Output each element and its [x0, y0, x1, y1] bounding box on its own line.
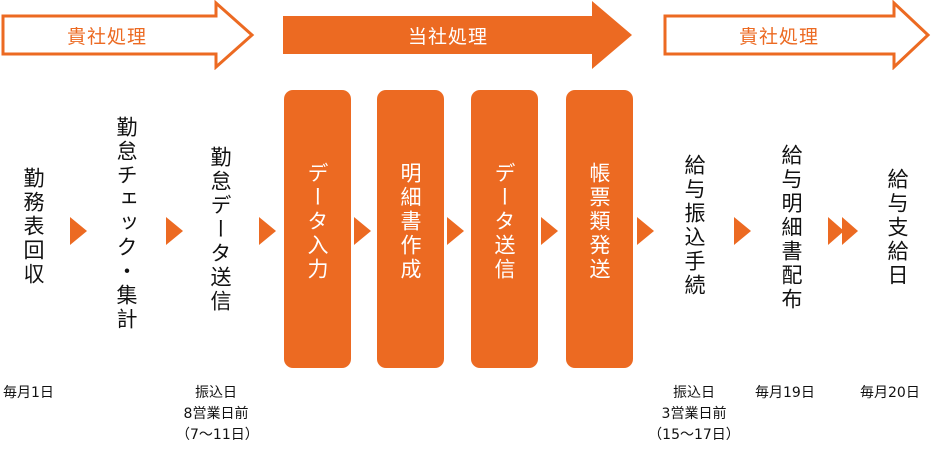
- step-box-data-send: データ送信: [471, 90, 538, 368]
- step-payslip-distribution: 給与明細書配布: [779, 144, 803, 312]
- outline-arrow-icon: [663, 0, 931, 70]
- step-forms-shipment: 帳票類発送: [587, 162, 611, 282]
- step-salary-transfer: 給与振込手続: [682, 154, 706, 298]
- arrow-right-icon: [637, 217, 654, 245]
- step-statement-creation: 明細書作成: [398, 162, 422, 282]
- arrow-right-icon: [541, 217, 558, 245]
- phase-arrow-client-2: 貴社処理: [662, 0, 932, 70]
- arrow-right-icon: [447, 217, 464, 245]
- phase-label: 貴社処理: [67, 26, 148, 48]
- step-data-entry: データ入力: [305, 162, 329, 282]
- step-box-data-entry: データ入力: [284, 90, 351, 368]
- note-payslip-distribution: 毎月19日: [755, 385, 815, 401]
- filled-arrow-icon: [283, 1, 632, 69]
- step-box-statement-creation: 明細書作成: [377, 90, 444, 368]
- arrow-right-icon: [734, 217, 751, 245]
- step-attendance-data-send: 勤怠データ送信: [208, 146, 232, 314]
- arrow-right-icon: [70, 217, 87, 245]
- phase-label: 当社処理: [408, 26, 489, 48]
- note-salary-transfer: 振込日 3営業日前 （15〜17日）: [648, 385, 740, 443]
- arrow-right-icon: [166, 217, 183, 245]
- arrow-right-icon: [354, 217, 371, 245]
- note-payday: 毎月20日: [860, 385, 920, 401]
- arrow-right-icon: [259, 217, 276, 245]
- phase-arrow-client-1: 貴社処理: [0, 0, 260, 70]
- phase-label: 貴社処理: [739, 26, 820, 48]
- note-attendance-collection: 毎月1日: [3, 385, 54, 401]
- step-payday: 給与支給日: [885, 168, 909, 288]
- phase-arrow-our-company: 当社処理: [283, 0, 635, 70]
- step-box-forms-shipment: 帳票類発送: [566, 90, 633, 368]
- note-attendance-data-send: 振込日 8営業日前 （7〜11日）: [176, 385, 259, 443]
- double-arrow-right-icon: [828, 217, 860, 245]
- step-attendance-check: 勤怠チェック・集計: [114, 116, 138, 332]
- step-attendance-collection: 勤務表回収: [21, 167, 45, 287]
- step-data-send: データ送信: [492, 162, 516, 282]
- outline-arrow-icon: [1, 0, 255, 70]
